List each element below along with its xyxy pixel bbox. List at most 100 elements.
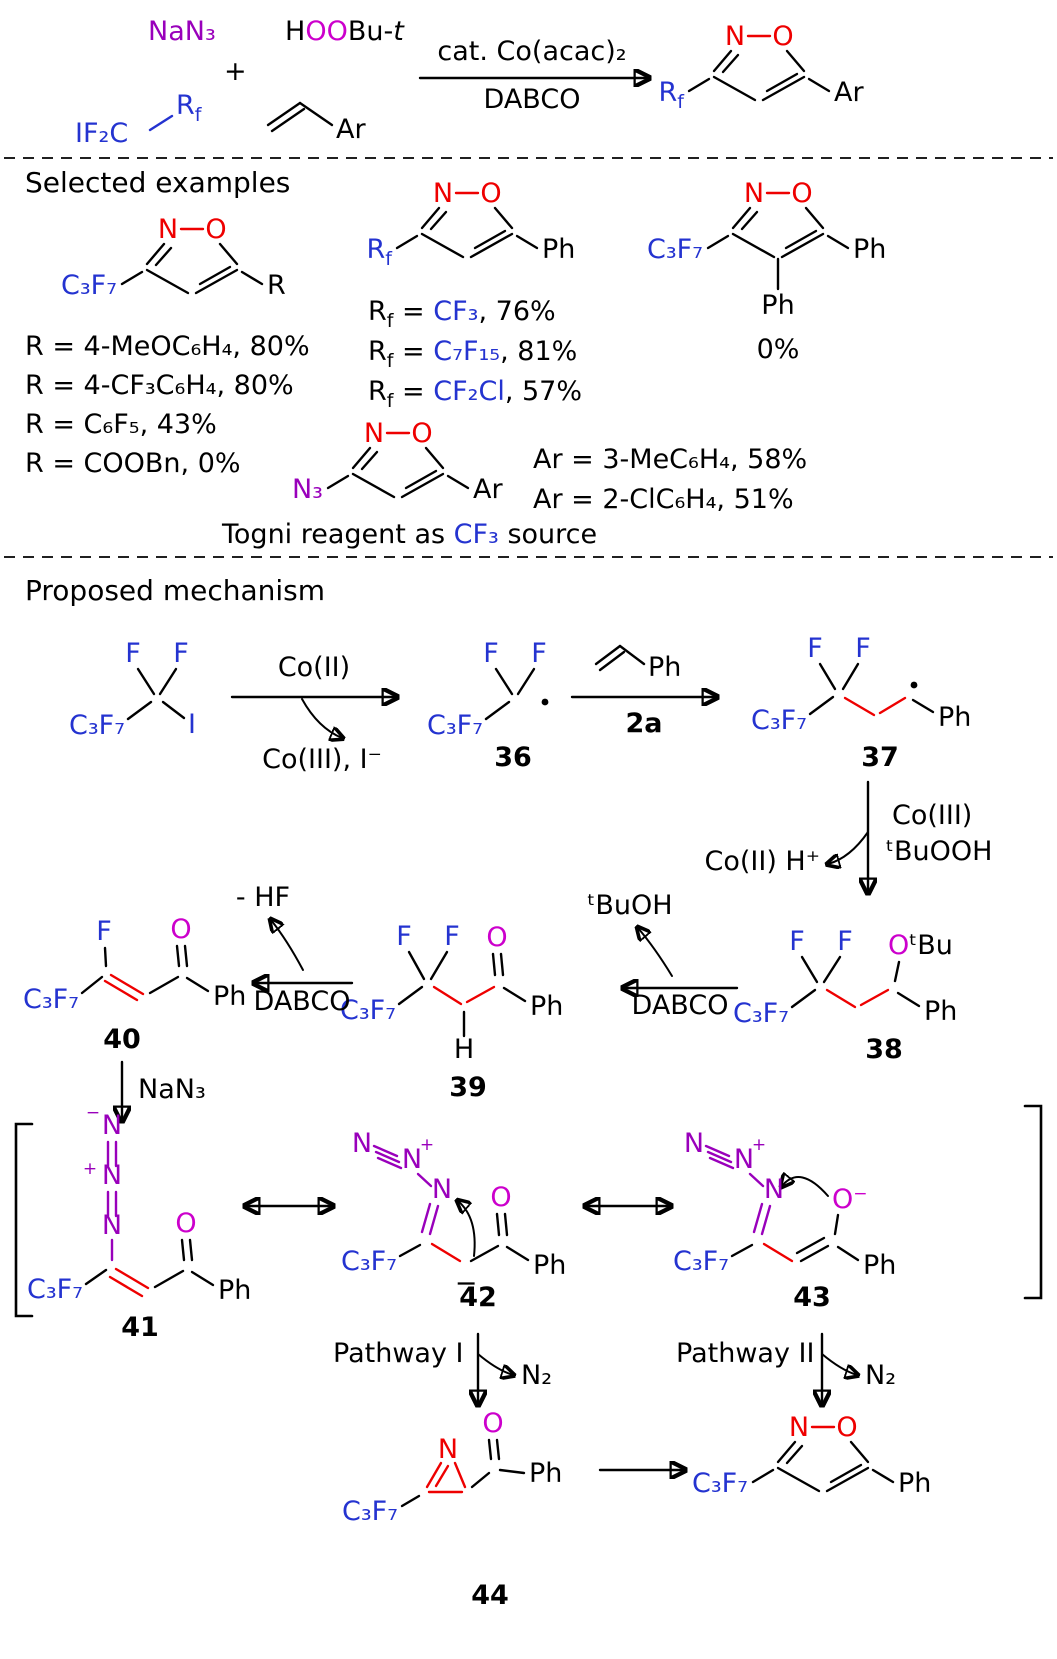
atom-o: O — [836, 1412, 857, 1443]
atom-f: F — [173, 638, 189, 669]
ring-bonds — [120, 227, 264, 295]
arrow-initiation: Co(II) Co(III), I⁻ — [230, 652, 396, 775]
arrow-azide-addition: NaN₃ — [122, 1060, 206, 1120]
arrow-oxidation: Co(III) ᵗBuOOH Co(II) H⁺ — [704, 780, 992, 892]
label-dabco-2: DABCO — [254, 986, 351, 1017]
radical-dot — [910, 681, 918, 689]
right-bracket — [1023, 1104, 1043, 1300]
substituent-c3f7: C₃F₇ — [692, 1468, 748, 1499]
conditions-bottom: DABCO — [484, 84, 581, 115]
bonds — [790, 955, 921, 1009]
label-minus-hf: - HF — [236, 882, 290, 913]
label-c3f7: C₃F₇ — [673, 1246, 729, 1277]
atom-o: O — [486, 922, 507, 953]
charge-plus: + — [420, 1135, 434, 1155]
curved-arrow — [782, 1177, 829, 1197]
atom-n: N — [438, 1434, 458, 1465]
atom-f: F — [807, 633, 823, 664]
r-line-1: R = 4-MeOC₆H₄, 80% — [25, 331, 310, 362]
label-nan3-mech: NaN₃ — [138, 1074, 206, 1105]
label-c3f7: C₃F₇ — [69, 710, 125, 741]
atom-f: F — [531, 638, 547, 669]
product-isoxazole: N O Rf Ar — [659, 21, 865, 113]
substituent-rf: Rf — [659, 77, 686, 113]
bonds — [704, 1144, 860, 1263]
substituent-r: R — [267, 270, 286, 301]
compound-number-44: 44 — [471, 1580, 509, 1611]
atom-o: O — [411, 418, 432, 449]
label-co3: Co(III) — [892, 800, 972, 831]
label-pathway-2: Pathway II — [676, 1338, 814, 1369]
atom-n: N — [725, 21, 745, 52]
pathway-2: Pathway II N₂ — [676, 1332, 896, 1404]
compound-number-37: 37 — [861, 742, 899, 773]
substituent-ar: Ar — [834, 77, 864, 108]
rf-line-2: Rf = C₇F₁₅, 81% — [368, 336, 577, 372]
label-c3f7: C₃F₇ — [23, 984, 79, 1015]
ring-bonds — [687, 34, 831, 102]
atom-o-minus: O− — [832, 1184, 868, 1215]
label-ph: Ph — [533, 1250, 566, 1281]
examples-heading: Selected examples — [25, 166, 290, 199]
atom-f: F — [96, 916, 112, 947]
mechanism-section: Proposed mechanism F F C₃F₇ I Co(II) Co(… — [14, 574, 1043, 1611]
label-c3f7: C₃F₇ — [342, 1496, 398, 1527]
pathway-1: Pathway I N₂ — [333, 1332, 552, 1404]
label-ph: Ph — [529, 1458, 562, 1489]
rf-line-3: Rf = CF₂Cl, 57% — [368, 376, 582, 412]
atom-n: N — [744, 178, 764, 209]
conditions-top: cat. Co(acac)₂ — [437, 36, 626, 67]
r-line-3: R = C₆F₅, 43% — [25, 409, 217, 440]
label-ph: Ph — [863, 1250, 896, 1281]
compound-number-39: 39 — [449, 1072, 487, 1103]
atom-o: O — [791, 178, 812, 209]
atom-n: N — [364, 418, 384, 449]
bonds — [397, 950, 527, 1038]
atom-f: F — [789, 926, 805, 957]
charge-plus: + — [752, 1135, 766, 1155]
styrene-2a: Ph — [594, 644, 681, 683]
substituent-n3: N₃ — [292, 474, 323, 505]
label-ph: Ph — [218, 1275, 251, 1306]
arrow-kornblum: DABCO ᵗBuOH — [587, 890, 739, 1021]
atom-f: F — [396, 921, 412, 952]
atom-n: N — [102, 1110, 122, 1141]
bonds — [80, 944, 210, 1002]
top-reaction: NaN₃ + HOOBu-t IF₂C Rf Ar cat. Co(acac)₂… — [75, 16, 864, 149]
compound-number-2a: 2a — [625, 708, 662, 739]
label-dabco-1: DABCO — [632, 990, 729, 1021]
label-c3f7: C₃F₇ — [751, 705, 807, 736]
togni-note: Togni reagent as CF₃ source — [221, 519, 597, 550]
structure-41: − N + N N O C₃F₇ Ph 41 — [27, 1103, 251, 1343]
example-3-ring: N O C₃F₇ Ph Ph 0% — [647, 178, 886, 365]
styrene: Ar — [266, 101, 366, 145]
ring-bonds — [706, 191, 850, 291]
structure-40: F O C₃F₇ Ph 40 — [23, 914, 246, 1055]
label-if2c: IF₂C — [75, 118, 128, 149]
atom-o: O — [482, 1408, 503, 1439]
label-c3f7: C₃F₇ — [341, 1246, 397, 1277]
atom-o: O — [170, 914, 191, 945]
label-tbuooh: ᵗBuOOH — [886, 836, 992, 867]
compound-number-40: 40 — [103, 1024, 141, 1055]
ring-bonds — [326, 431, 470, 499]
atom-f: F — [855, 633, 871, 664]
structure-42: N N + N O C₃F₇ − Ph 42 — [341, 1128, 566, 1313]
label-ar: Ar — [336, 114, 366, 145]
ring-bonds — [751, 1425, 895, 1493]
atom-o: O — [480, 178, 501, 209]
atom-o: O — [490, 1182, 511, 1213]
curved-arrow — [458, 1201, 476, 1257]
substituent-c3f7: C₃F₇ — [61, 270, 117, 301]
final-product-isoxazole: N O C₃F₇ Ph — [692, 1412, 931, 1499]
r-line-2: R = 4-CF₃C₆H₄, 80% — [25, 370, 294, 401]
label-ph: Ph — [648, 652, 681, 683]
ar-line-1: Ar = 3-MeC₆H₄, 58% — [533, 444, 807, 475]
label-ph: Ph — [924, 996, 957, 1027]
compound-number-43: 43 — [793, 1282, 831, 1313]
bonds — [808, 662, 935, 717]
atom-f: F — [444, 921, 460, 952]
label-otbu: OᵗBu — [888, 930, 953, 961]
